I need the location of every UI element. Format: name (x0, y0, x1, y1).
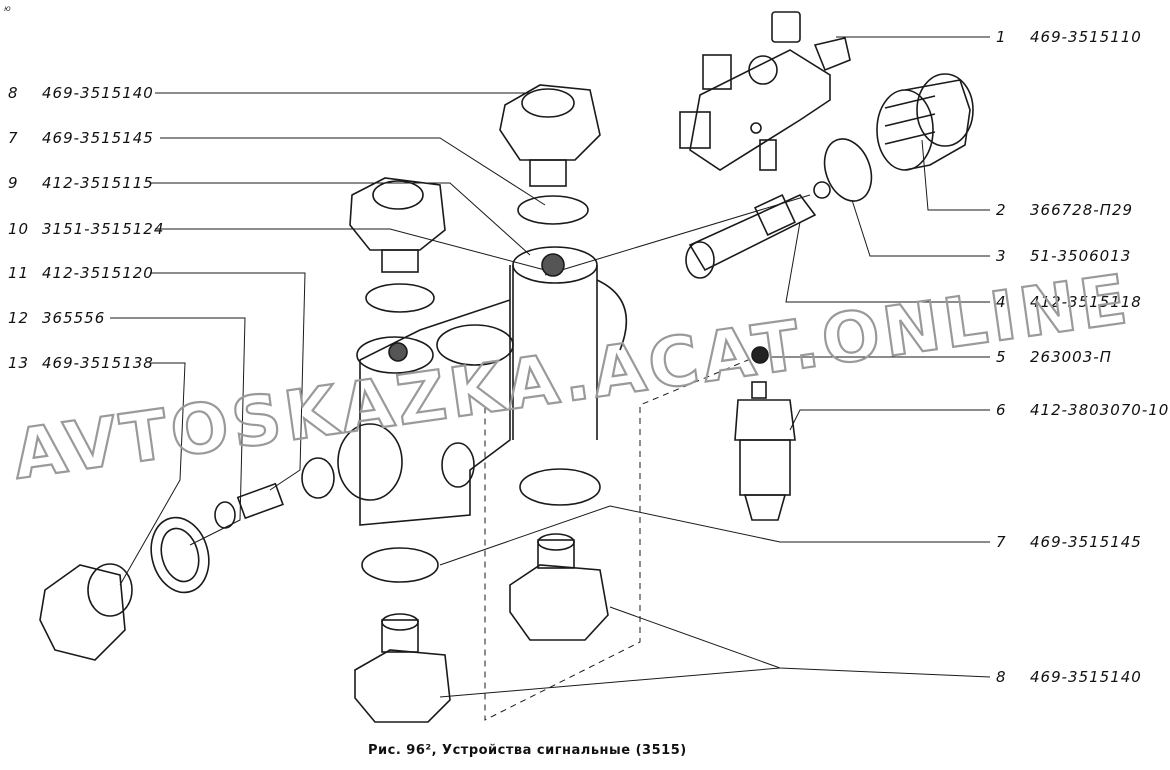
leader-12l (110, 317, 246, 546)
part-11-pin (214, 482, 284, 529)
leader-8r-b (439, 667, 781, 698)
leader-10l (155, 228, 546, 271)
part-12-washer (150, 516, 210, 594)
part-8-fitting-left (354, 613, 451, 723)
dash-guide (484, 354, 761, 721)
leader-4 (785, 221, 990, 303)
part-7-washer-left (361, 547, 439, 583)
washer-small-left (301, 457, 335, 499)
part-10-washer (365, 283, 435, 313)
leader-7r (609, 505, 990, 543)
part-8-fitting-top (499, 84, 601, 187)
leader-sensor (544, 194, 811, 276)
part-7-washer-top (517, 195, 589, 225)
leader-8r-a (609, 606, 991, 678)
corner-mark: ю (4, 4, 11, 13)
part-12-washer-inner (160, 527, 200, 583)
leader-6 (789, 409, 990, 431)
part-2-plug (876, 73, 974, 171)
leader-2 (921, 139, 990, 211)
part-3-washer (823, 138, 873, 202)
leader-3 (851, 199, 990, 257)
part-8-fitting-right (509, 533, 609, 641)
leader-7l (160, 137, 546, 206)
leader-7r-b (439, 505, 611, 566)
leader-13l (119, 362, 186, 586)
leader-lines (110, 36, 991, 721)
part-7-washer-right (519, 468, 601, 506)
main-body-housing (337, 246, 628, 526)
part-5-ball (751, 346, 769, 364)
figure-caption: Рис. 96², Устройства сигнальные (3515) (368, 743, 687, 758)
part-13-plug (39, 563, 133, 661)
part-6-sensor (734, 381, 796, 521)
part-9-fitting (349, 177, 446, 273)
leader-11l (150, 272, 306, 491)
leader-9l (150, 182, 531, 256)
part-1-valve-block (679, 11, 851, 171)
part-4-plunger (685, 181, 831, 279)
